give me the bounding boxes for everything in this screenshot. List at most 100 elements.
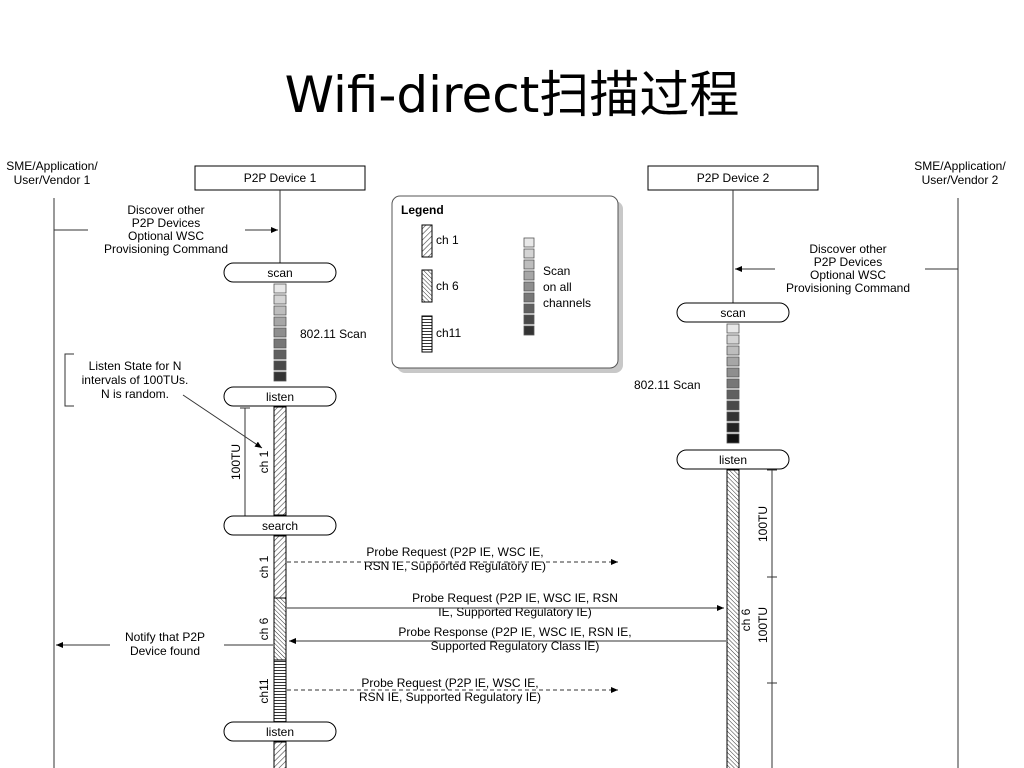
legend-scan-block — [523, 281, 535, 292]
svg-text:Listen State for N: Listen State for N — [89, 359, 182, 373]
actor-sme2-line2: User/Vendor 2 — [922, 173, 999, 187]
svg-text:search: search — [262, 519, 298, 533]
device2-listen-ch6-label: ch 6 — [739, 608, 753, 631]
device2-scan-block — [726, 356, 740, 367]
legend-title: Legend — [401, 203, 444, 217]
svg-text:IE, Supported Regulatory IE): IE, Supported Regulatory IE) — [438, 605, 591, 619]
device2-scan-block — [726, 422, 740, 433]
device2-scan-state: scan — [676, 302, 790, 323]
device1-scan-block — [273, 305, 287, 316]
svg-text:intervals of 100TUs.: intervals of 100TUs. — [82, 373, 189, 387]
device1-search-state: search — [223, 515, 337, 536]
device1-search-ch11-bar — [273, 659, 287, 723]
device2-scan-block — [726, 334, 740, 345]
actor-sme2: SME/Application/ User/Vendor 2 — [914, 159, 1006, 187]
device1-listen-bar-2 — [273, 741, 287, 768]
device2-scan-blocks — [726, 323, 740, 444]
device1-search-ch1-label: ch 1 — [257, 555, 271, 578]
actor-sme2-line1: SME/Application/ — [914, 159, 1006, 173]
svg-text:scan: scan — [720, 306, 745, 320]
device2-scan-block — [726, 411, 740, 422]
legend-scan-line3: channels — [543, 296, 591, 310]
svg-text:scan: scan — [267, 266, 292, 280]
probe-response-ch6: Probe Response (P2P IE, WSC IE, RSN IE, … — [289, 625, 726, 653]
actor-device1-label: P2P Device 1 — [244, 171, 317, 185]
svg-text:Discover other: Discover other — [809, 242, 886, 256]
legend-ch11-label: ch11 — [436, 326, 461, 340]
legend-box — [391, 195, 619, 369]
svg-text:Probe Request (P2P IE, WSC IE,: Probe Request (P2P IE, WSC IE, — [366, 545, 543, 559]
listen-state-note: Listen State for N intervals of 100TUs. … — [64, 353, 263, 449]
svg-text:Probe Request (P2P IE, WSC IE,: Probe Request (P2P IE, WSC IE, — [361, 676, 538, 690]
device1-search-ch6-label: ch 6 — [257, 617, 271, 640]
svg-text:RSN IE, Supported Regulatory I: RSN IE, Supported Regulatory IE) — [359, 690, 541, 704]
device1-100tu-label: 100TU — [229, 444, 243, 480]
legend-ch1-swatch — [421, 224, 433, 258]
device1-scan-block — [273, 371, 287, 382]
device1-scan-block — [273, 283, 287, 294]
legend-scan-block — [523, 248, 535, 259]
actor-device2-label: P2P Device 2 — [697, 171, 770, 185]
device1-scan-block — [273, 349, 287, 360]
svg-text:P2P Devices: P2P Devices — [132, 216, 200, 230]
device1-scan-block — [273, 294, 287, 305]
svg-text:listen: listen — [719, 453, 747, 467]
slide-title: Wifi-direct扫描过程 — [284, 66, 740, 124]
legend-ch1-label: ch 1 — [436, 233, 459, 247]
notify-device-found: Notify that P2P Device found — [56, 630, 273, 658]
device1-listen-state-2: listen — [223, 721, 337, 742]
device1-listen-ch1-label: ch 1 — [257, 450, 271, 473]
device2-listen-ch6-bar — [726, 469, 740, 768]
svg-text:Probe Request (P2P IE, WSC IE,: Probe Request (P2P IE, WSC IE, RSN — [412, 591, 618, 605]
legend-scan-block — [523, 325, 535, 336]
device1-search-ch11-label: ch11 — [257, 678, 271, 703]
device1-802-scan-label: 802.11 Scan — [300, 327, 367, 341]
actor-sme1-line2: User/Vendor 1 — [14, 173, 91, 187]
probe-request-ch6: Probe Request (P2P IE, WSC IE, RSN IE, S… — [287, 591, 724, 619]
actor-device2: P2P Device 2 — [647, 165, 819, 191]
legend-ch6-label: ch 6 — [436, 279, 459, 293]
device1-listen-state: listen — [223, 386, 337, 407]
device2-scan-block — [726, 367, 740, 378]
svg-text:Optional WSC: Optional WSC — [128, 229, 204, 243]
device1-scan-block — [273, 327, 287, 338]
legend-scan-swatch — [523, 237, 535, 336]
device1-scan-blocks — [273, 283, 287, 382]
device2-802-scan-label: 802.11 Scan — [634, 378, 701, 392]
svg-text:P2P Devices: P2P Devices — [814, 255, 882, 269]
legend-scan-line1: Scan — [543, 264, 570, 278]
device1-scan-state: scan — [223, 262, 337, 283]
legend-ch11-swatch — [421, 315, 433, 353]
legend-scan-block — [523, 237, 535, 248]
device1-scan-block — [273, 316, 287, 327]
svg-text:Probe Response (P2P IE, WSC IE: Probe Response (P2P IE, WSC IE, RSN IE, — [398, 625, 631, 639]
legend-scan-block — [523, 270, 535, 281]
svg-text:Supported Regulatory Class IE): Supported Regulatory Class IE) — [431, 639, 600, 653]
svg-text:Notify that P2P: Notify that P2P — [125, 630, 205, 644]
svg-text:listen: listen — [266, 725, 294, 739]
svg-text:Device found: Device found — [130, 644, 200, 658]
device2-scan-block — [726, 400, 740, 411]
device2-100tu-label-1: 100TU — [756, 506, 770, 542]
discover2-text: Discover other P2P Devices Optional WSC … — [786, 242, 910, 295]
svg-text:RSN IE, Supported Regulatory I: RSN IE, Supported Regulatory IE) — [364, 559, 546, 573]
device2-scan-block — [726, 389, 740, 400]
svg-text:N is random.: N is random. — [101, 387, 169, 401]
legend-scan-block — [523, 303, 535, 314]
actor-sme1-line1: SME/Application/ — [6, 159, 98, 173]
probe-request-ch1: Probe Request (P2P IE, WSC IE, RSN IE, S… — [287, 545, 618, 573]
device2-scan-block — [726, 378, 740, 389]
svg-text:Provisioning Command: Provisioning Command — [786, 281, 910, 295]
legend-scan-block — [523, 314, 535, 325]
legend-scan-block — [523, 292, 535, 303]
device2-100tu-label-2: 100TU — [756, 607, 770, 643]
device1-scan-block — [273, 338, 287, 349]
device1-scan-block — [273, 360, 287, 371]
discover1-text: Discover other P2P Devices Optional WSC … — [104, 203, 228, 256]
svg-text:Discover other: Discover other — [127, 203, 204, 217]
device2-scan-block — [726, 433, 740, 444]
device2-listen-state: listen — [676, 449, 790, 470]
probe-request-ch11: Probe Request (P2P IE, WSC IE, RSN IE, S… — [287, 676, 618, 704]
device1-listen-ch1-bar — [273, 406, 287, 516]
